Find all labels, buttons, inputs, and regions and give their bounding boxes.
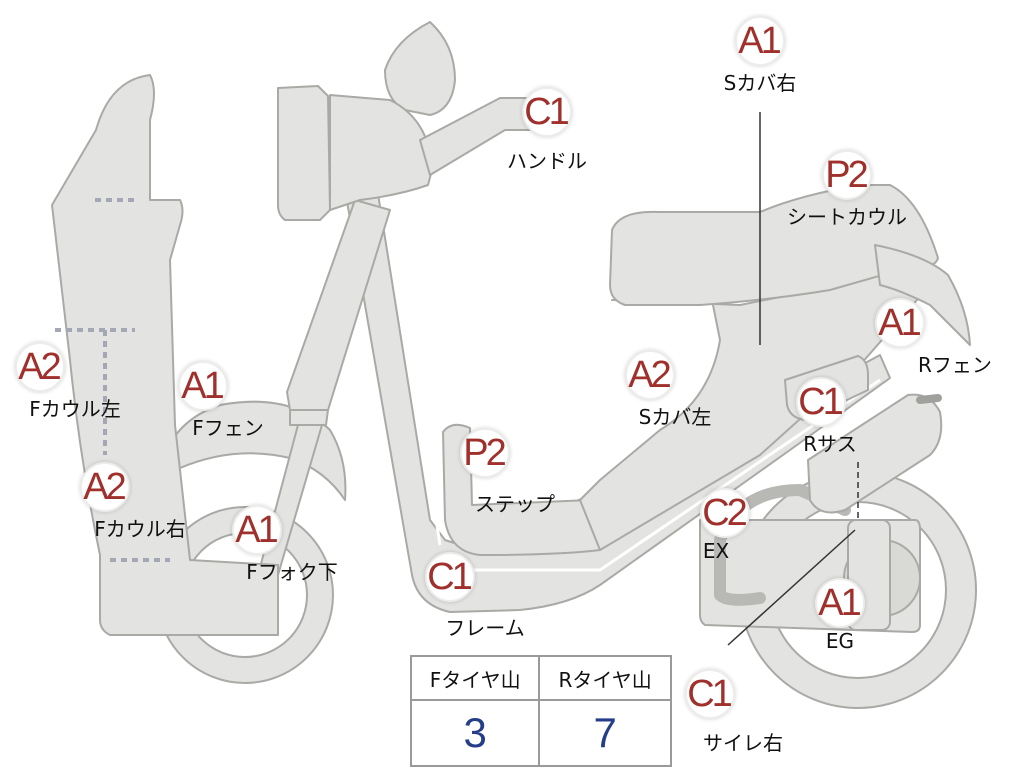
grade-badge: A1 <box>875 298 925 348</box>
table-header-row: Fタイヤ山 Rタイヤ山 <box>409 655 672 701</box>
callout-s-cover-left[interactable]: A2 Sカバ左 <box>625 350 725 430</box>
grade-badge: C2 <box>700 488 750 538</box>
grade-badge: P2 <box>822 150 872 200</box>
part-label: フレーム <box>445 616 525 640</box>
seat <box>609 184 939 306</box>
grade-badge: C1 <box>796 377 846 427</box>
tire-tread-table: Fタイヤ山 Rタイヤ山 3 7 <box>409 655 672 767</box>
grade-badge: A1 <box>232 505 282 555</box>
callout-step[interactable]: P2 ステップ <box>455 428 575 517</box>
callout-handle[interactable]: C1 ハンドル <box>492 87 602 174</box>
callout-muffler-right[interactable]: C1 サイレ右 <box>683 669 803 756</box>
grade-badge: C1 <box>425 552 475 602</box>
table-value-row: 3 7 <box>409 699 672 767</box>
grade-badge: P2 <box>460 428 510 478</box>
callout-engine[interactable]: A1 EG <box>815 578 865 653</box>
part-label: Sカバ右 <box>723 71 797 95</box>
leader-muffler-right <box>727 529 856 646</box>
header-rear-tire: Rタイヤ山 <box>538 655 672 701</box>
grade-badge: A2 <box>625 350 675 400</box>
callout-f-fender[interactable]: A1 Fフェン <box>178 361 278 441</box>
part-label: シートカウル <box>787 205 907 229</box>
grade-badge: C1 <box>685 669 735 719</box>
part-label: ハンドル <box>507 149 587 173</box>
value-front-tire: 3 <box>409 699 541 767</box>
callout-frame[interactable]: C1 フレーム <box>425 552 545 641</box>
step-board <box>442 423 601 556</box>
grade-badge: A2 <box>15 342 65 392</box>
part-label: Fフォク下 <box>246 560 338 584</box>
callout-seat-cowl[interactable]: P2 シートカウル <box>782 150 912 230</box>
callout-f-fork-lower[interactable]: A1 Fフォク下 <box>232 505 352 585</box>
callout-r-suspension[interactable]: C1 Rサス <box>790 377 870 457</box>
callout-r-fender[interactable]: A1 <box>871 298 929 348</box>
seat-cowl-tail <box>874 244 971 346</box>
part-label: Fカウル左 <box>29 397 121 421</box>
grade-badge: A1 <box>815 578 865 628</box>
part-label: サイレ右 <box>703 731 783 755</box>
part-label-r-fender: Rフェン <box>918 353 992 377</box>
part-label: Fカウル右 <box>94 517 186 541</box>
part-label: Rサス <box>803 432 857 456</box>
header-front-tire: Fタイヤ山 <box>409 655 541 701</box>
part-label: EG <box>825 629 855 653</box>
part-label: EX <box>702 539 730 563</box>
part-label: Sカバ左 <box>638 405 712 429</box>
grade-badge: A1 <box>178 361 228 411</box>
value-rear-tire: 7 <box>538 699 672 767</box>
part-label: Fフェン <box>192 416 264 440</box>
grade-badge: C1 <box>522 87 572 137</box>
callout-f-cowl-left[interactable]: A2 Fカウル左 <box>15 342 130 422</box>
callout-exhaust[interactable]: C2 EX <box>700 488 750 563</box>
callout-f-cowl-right[interactable]: A2 Fカウル右 <box>80 462 195 542</box>
grade-badge: A2 <box>80 462 130 512</box>
callout-s-cover-right[interactable]: A1 Sカバ右 <box>710 16 810 96</box>
grade-badge: A1 <box>735 16 785 66</box>
part-label: ステップ <box>475 492 555 516</box>
